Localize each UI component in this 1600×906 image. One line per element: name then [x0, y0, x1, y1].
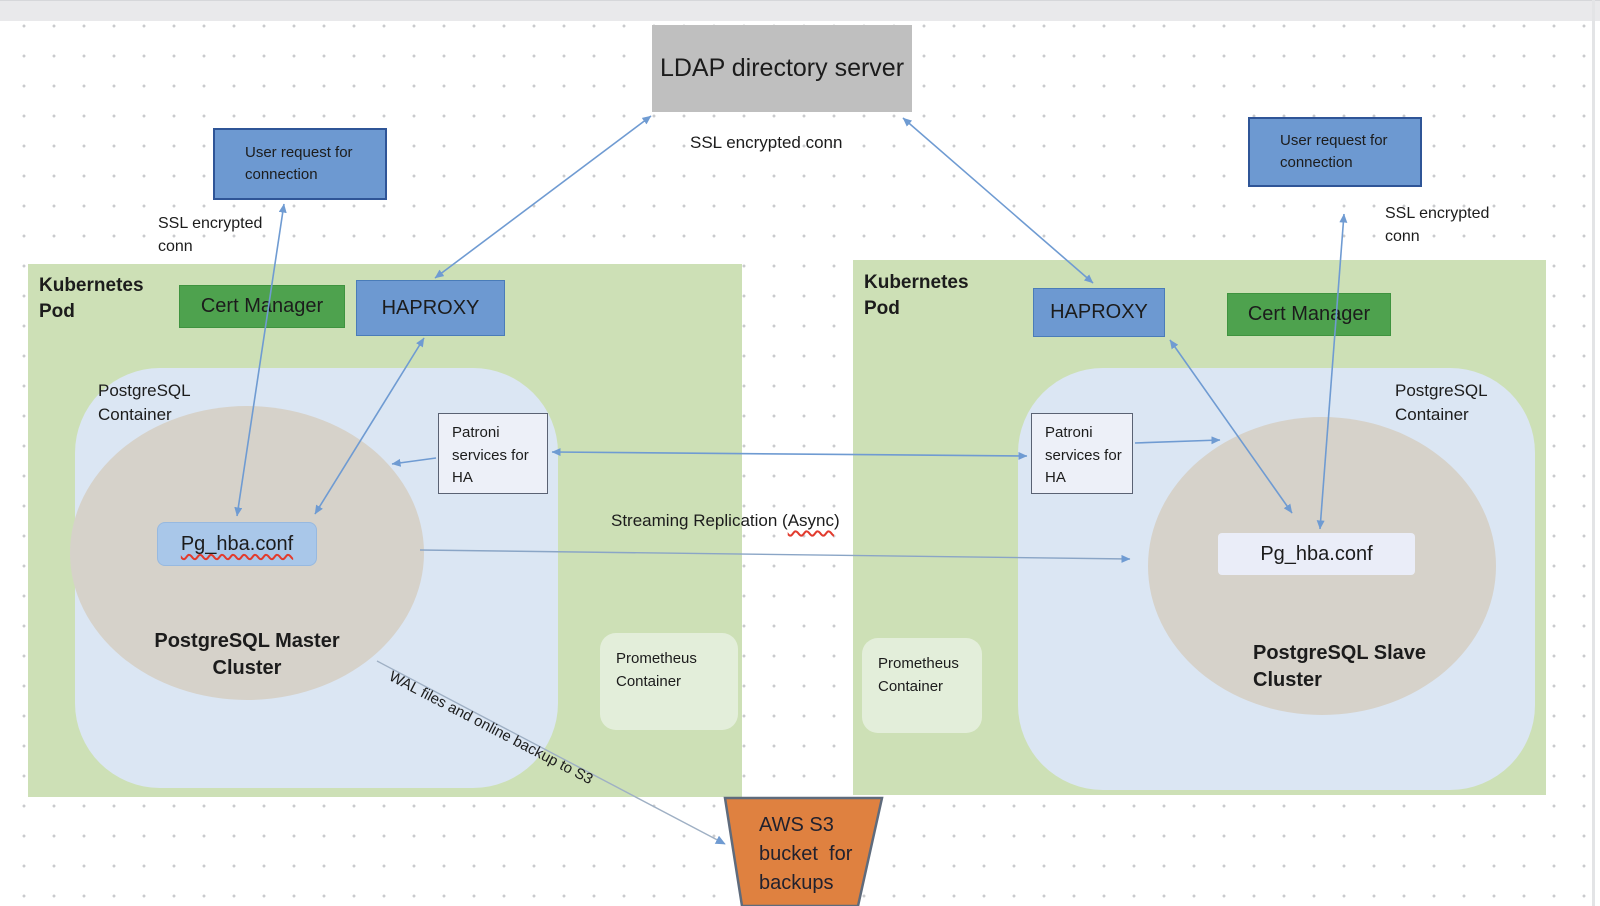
ssl-conn-center-label: SSL encrypted conn	[690, 133, 843, 152]
arrow-ldap-haproxy-right	[902, 117, 1094, 284]
right-edge-line	[1592, 0, 1595, 906]
streaming-replication-async: Async	[787, 511, 834, 530]
streaming-replication-suffix: )	[834, 511, 840, 530]
streaming-replication-label: Streaming Replication (Async)	[611, 511, 840, 531]
cert-manager-node-left: Cert Manager	[179, 285, 345, 328]
s3-bucket-label-line1: AWS S3	[759, 814, 834, 836]
arrow-ldap-haproxy-left	[434, 115, 652, 279]
patroni-node-right: Patroni services for HA	[1031, 413, 1133, 494]
kubernetes-pod-label-right: Kubernetes Pod	[864, 272, 969, 319]
s3-bucket-label-line3: backups	[759, 872, 834, 894]
haproxy-node-left: HAPROXY	[356, 280, 505, 336]
user-request-label-left: User request for connection	[245, 143, 353, 184]
postgresql-container-label-left: PostgreSQL Container	[98, 381, 190, 424]
prometheus-label-left: Prometheus Container	[616, 650, 697, 690]
cert-manager-label-right: Cert Manager	[1247, 303, 1371, 325]
patroni-node-left: Patroni services for HA	[438, 413, 548, 494]
master-cluster-label: PostgreSQL Master Cluster	[154, 630, 340, 679]
ldap-server-node: LDAP directory server	[652, 25, 912, 112]
patroni-label-right: Patroni services for HA	[1045, 424, 1122, 486]
pg-hba-node-master: Pg_hba.conf	[157, 522, 317, 566]
user-request-node-right: User request for connection	[1248, 117, 1422, 187]
s3-bucket-label-line2: bucket for	[759, 843, 853, 865]
kubernetes-pod-label-left: Kubernetes Pod	[39, 275, 144, 322]
ssl-conn-label-left: SSL encrypted conn	[158, 215, 263, 256]
pg-hba-label-slave: Pg_hba.conf	[1260, 542, 1373, 565]
pg-hba-label-master: Pg_hba.conf	[180, 532, 294, 555]
postgresql-container-label-right: PostgreSQL Container	[1395, 381, 1487, 424]
cert-manager-label-left: Cert Manager	[200, 295, 324, 317]
s3-bucket-label: AWS S3 bucket for backups	[759, 811, 852, 898]
prometheus-label-right: Prometheus Container	[878, 655, 959, 695]
streaming-replication-prefix: Streaming Replication (	[611, 511, 788, 530]
user-request-label-right: User request for connection	[1280, 131, 1388, 172]
cert-manager-node-right: Cert Manager	[1227, 293, 1391, 336]
ldap-server-label: LDAP directory server	[659, 54, 905, 82]
haproxy-node-right: HAPROXY	[1033, 288, 1165, 337]
pg-hba-node-slave: Pg_hba.conf	[1218, 533, 1415, 575]
haproxy-label-left: HAPROXY	[381, 296, 480, 319]
haproxy-label-right: HAPROXY	[1050, 301, 1148, 323]
bottom-edge-strip	[0, 0, 1600, 21]
prometheus-container-left: Prometheus Container	[600, 633, 738, 730]
patroni-label-left: Patroni services for HA	[452, 424, 529, 486]
user-request-node-left: User request for connection	[213, 128, 387, 200]
slave-cluster-label: PostgreSQL Slave Cluster	[1253, 642, 1427, 691]
prometheus-container-right: Prometheus Container	[862, 638, 982, 733]
ssl-conn-label-right: SSL encrypted conn	[1385, 205, 1490, 246]
